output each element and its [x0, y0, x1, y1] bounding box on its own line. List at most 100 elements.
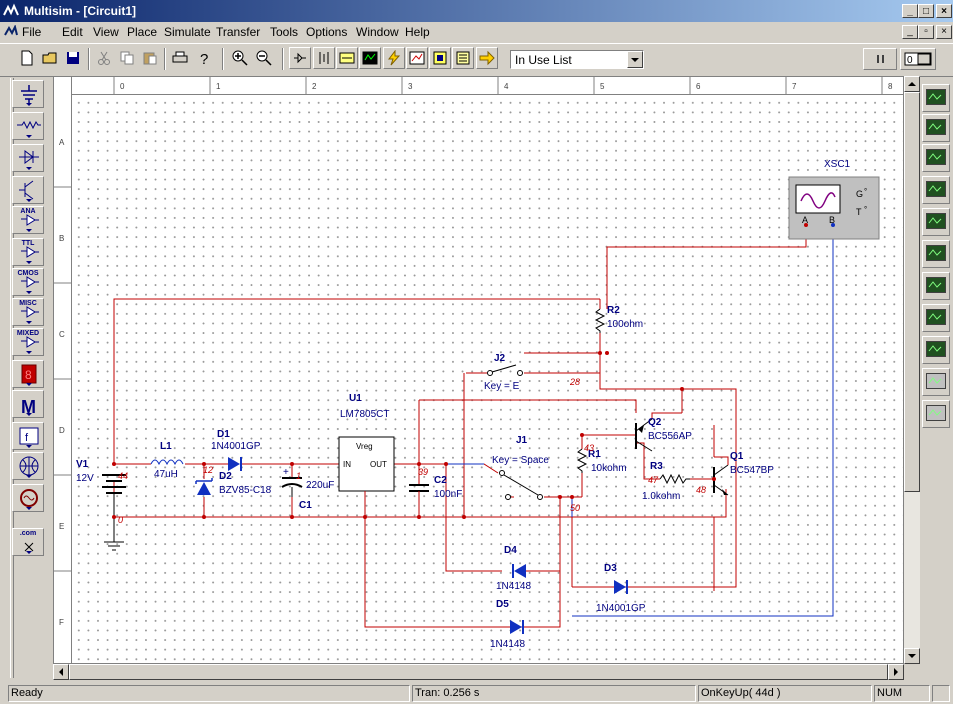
- new-button[interactable]: [16, 47, 38, 69]
- menu-file[interactable]: File: [22, 25, 42, 39]
- mixed-bin-button[interactable]: MIXED: [12, 328, 44, 356]
- save-button[interactable]: [62, 47, 84, 69]
- menu-view[interactable]: View: [93, 25, 119, 39]
- cmos-bin-button[interactable]: CMOS: [12, 268, 44, 296]
- diode-d4[interactable]: [512, 564, 526, 578]
- maximize-button[interactable]: □: [918, 4, 934, 18]
- diode-d3[interactable]: [614, 580, 628, 594]
- regulator-u1[interactable]: Vreg IN OUT: [338, 436, 395, 517]
- battery-v1[interactable]: [102, 474, 126, 551]
- diode-d5[interactable]: [510, 620, 524, 634]
- scroll-right-button[interactable]: [888, 664, 904, 680]
- menu-tools[interactable]: Tools: [270, 25, 299, 39]
- transfer-button[interactable]: [476, 47, 498, 69]
- transistors-bin-button[interactable]: [12, 176, 44, 204]
- horizontal-scrollbar[interactable]: [53, 664, 904, 680]
- horizontal-scroll-thumb[interactable]: [69, 664, 888, 680]
- svg-text:M: M: [21, 397, 36, 417]
- paste-button[interactable]: [139, 47, 161, 69]
- zoom-out-button[interactable]: [253, 47, 275, 69]
- mdi-close-button[interactable]: ×: [936, 25, 952, 39]
- status-resize-grip[interactable]: [932, 685, 950, 702]
- bode-plotter-button[interactable]: [922, 208, 950, 236]
- simulate-button[interactable]: [383, 47, 405, 69]
- logic-analyzer-button[interactable]: [922, 272, 950, 300]
- zener-diode-d2[interactable]: [195, 478, 213, 495]
- show-parts-bin-button[interactable]: [289, 47, 311, 69]
- resistor-r3[interactable]: [659, 473, 690, 485]
- transistor-q2[interactable]: [635, 412, 682, 452]
- rf-bin-button[interactable]: [12, 452, 44, 480]
- vertical-scroll-thumb[interactable]: [904, 92, 920, 492]
- logic-converter-button[interactable]: [922, 304, 950, 332]
- help-button[interactable]: ?: [193, 47, 215, 69]
- diodes-bin-button[interactable]: [12, 144, 44, 172]
- network-analyzer-button[interactable]: [922, 400, 950, 428]
- multimeter-button[interactable]: [922, 84, 950, 112]
- instruments-button[interactable]: [359, 47, 381, 69]
- analog-bin-button[interactable]: ANA: [12, 206, 44, 234]
- node-label: 39: [418, 467, 428, 477]
- close-button[interactable]: ×: [936, 4, 952, 18]
- run-switch-button[interactable]: 0: [900, 48, 936, 70]
- analysis-button[interactable]: [406, 47, 428, 69]
- resistor-r1[interactable]: [576, 448, 588, 473]
- menu-window[interactable]: Window: [356, 25, 399, 39]
- postprocessor-button[interactable]: [429, 47, 451, 69]
- scroll-left-button[interactable]: [53, 664, 69, 680]
- oscilloscope-xsc1[interactable]: A B G T ° °: [788, 176, 880, 240]
- v1-ref: V1: [76, 459, 89, 470]
- capacitor-c2[interactable]: [409, 484, 429, 517]
- inductor-l1[interactable]: [150, 459, 184, 466]
- mdi-minimize-button[interactable]: _: [902, 25, 918, 39]
- misc-bin-button[interactable]: M: [12, 390, 44, 418]
- word-generator-button[interactable]: [922, 240, 950, 268]
- diode-d1[interactable]: [228, 457, 242, 471]
- vertical-scrollbar[interactable]: [904, 76, 920, 664]
- d3-value: 1N4001GP: [596, 603, 646, 614]
- database-manager-button[interactable]: [313, 47, 335, 69]
- menu-simulate[interactable]: Simulate: [164, 25, 211, 39]
- capacitor-c1[interactable]: +: [281, 467, 303, 497]
- menu-place[interactable]: Place: [127, 25, 158, 39]
- copy-button[interactable]: [116, 47, 138, 69]
- scroll-up-button[interactable]: [904, 76, 920, 92]
- menu-help[interactable]: Help: [405, 25, 430, 39]
- switch-j2[interactable]: [487, 364, 523, 376]
- switch-j1[interactable]: [499, 470, 543, 500]
- in-use-list-dropdown[interactable]: In Use List: [510, 50, 644, 69]
- indicators-bin-button[interactable]: 8: [12, 360, 44, 388]
- function-generator-button[interactable]: [922, 114, 950, 142]
- sources-bin-button[interactable]: [12, 80, 44, 108]
- minimize-button[interactable]: _: [902, 4, 918, 18]
- basic-bin-button[interactable]: [12, 112, 44, 140]
- menu-transfer[interactable]: Transfer: [216, 25, 261, 39]
- open-button[interactable]: [39, 47, 61, 69]
- scroll-down-button[interactable]: [904, 648, 920, 664]
- oscilloscope-button[interactable]: [922, 176, 950, 204]
- vhdl-button[interactable]: [452, 47, 474, 69]
- pause-button[interactable]: [863, 48, 897, 70]
- dropdown-arrow-icon[interactable]: [627, 51, 643, 68]
- spectrum-analyzer-button[interactable]: [922, 368, 950, 396]
- electromechanical-bin-button[interactable]: [12, 484, 44, 512]
- resistor-r2[interactable]: [594, 308, 606, 333]
- print-button[interactable]: [169, 47, 191, 69]
- wattmeter-button[interactable]: [922, 144, 950, 172]
- component-editor-button[interactable]: [336, 47, 358, 69]
- mdi-restore-button[interactable]: ▫: [918, 25, 934, 39]
- misc-digital-bin-button[interactable]: MISC: [12, 298, 44, 326]
- menu-options[interactable]: Options: [306, 25, 348, 39]
- node-label: 47: [648, 475, 659, 485]
- edaparts-bin-button[interactable]: .com: [12, 528, 44, 556]
- menu-edit[interactable]: Edit: [62, 25, 83, 39]
- zoom-in-button[interactable]: [229, 47, 251, 69]
- diodes-icon: [19, 150, 39, 170]
- cut-button[interactable]: [93, 47, 115, 69]
- svg-text:0: 0: [907, 55, 913, 66]
- ttl-bin-button[interactable]: TTL: [12, 238, 44, 266]
- distortion-analyzer-button[interactable]: [922, 336, 950, 364]
- controls-bin-button[interactable]: f: [12, 422, 44, 450]
